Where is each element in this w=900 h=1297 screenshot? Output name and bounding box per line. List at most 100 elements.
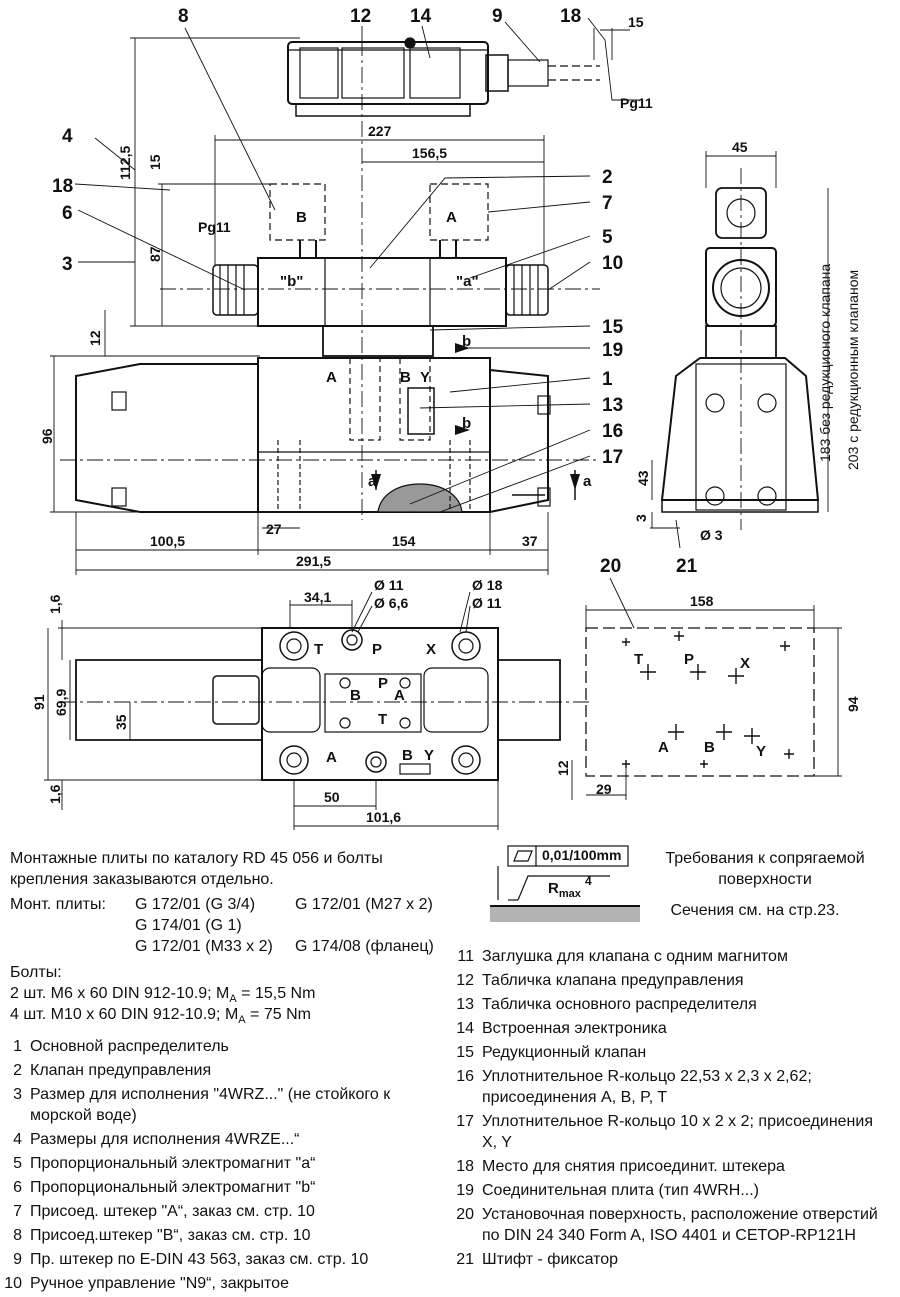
callout-8: 8 [178,6,189,27]
bolt-m6: 2 шт. M6 x 60 DIN 912-10.9; MA = 15,5 Nm [10,985,316,1006]
plate-g174-08-flange: G 174/08 (фланец) [295,938,434,955]
callout-16: 16 [602,421,623,442]
plate-port-T: T [378,711,387,728]
dim-101-6: 101,6 [366,809,401,825]
main-port-B: B [400,369,411,386]
legend-text: Установочная поверхность, расположение о… [482,1206,878,1244]
callout-1: 1 [602,369,613,390]
legend-text: Редукционный клапан [482,1044,647,1061]
callout-12: 12 [350,6,371,27]
mounting-surface [585,627,815,777]
sections-reference: Сечения см. на стр.23. [670,902,840,919]
front-view [60,40,600,520]
surface-port-Y: Y [756,743,766,760]
legend-text: Штифт - фиксатор [482,1251,619,1268]
surface-port-A: A [658,739,669,756]
legend-text: Присоед. штекер "A“, заказ см. стр. 10 [30,1203,315,1220]
dim-156-5: 156,5 [412,145,447,161]
solenoid-a-label: "a" [456,273,479,290]
callout-18-left: 18 [52,176,73,197]
plan-port-A: A [326,749,337,766]
legend-number: 13 [456,996,474,1013]
legend-number: 12 [456,972,474,989]
dim-dia-6-6: Ø 6,6 [374,595,408,611]
dim-15-top: 15 [628,14,644,30]
legend-text: Уплотнительное R-кольцо 22,53 x 2,3 x 2,… [482,1068,812,1106]
dim-34-1: 34,1 [304,589,331,605]
callout-17: 17 [602,447,623,468]
legend-number: 3 [13,1086,22,1103]
plate-g172-01-g34: G 172/01 (G 3/4) [135,896,256,913]
legend-text: Пр. штекер по E-DIN 43 563, заказ см. ст… [30,1251,369,1268]
plan-port-B: B [402,747,413,764]
plate-port-B: B [350,687,361,704]
callout-4: 4 [62,126,73,147]
legend-item: 4 Размеры для исполнения 4WRZE...“ [0,1129,445,1150]
surface-requirements-title: Требования к сопрягаемой поверхности [665,850,865,888]
legend-item: 19 Соединительная плита (тип 4WRH...) [452,1180,892,1201]
legend-text: Размеры для исполнения 4WRZE...“ [30,1131,300,1148]
legend-text: Размер для исполнения "4WRZ..." (не стой… [30,1086,391,1124]
side-dim-183: 183 без редукционого клапана [817,264,833,462]
dim-158: 158 [690,593,714,609]
legend-number: 19 [456,1182,474,1199]
dim-96: 96 [39,428,55,444]
dim-87: 87 [147,246,163,262]
callout-13: 13 [602,395,623,416]
legend-number: 1 [13,1038,22,1055]
plan-port-P: P [372,641,382,658]
legend-number: 4 [13,1131,22,1148]
callout-9: 9 [492,6,503,27]
plan-view [60,627,590,781]
surface-port-P: P [684,651,694,668]
surface-port-B: B [704,739,715,756]
callout-3: 3 [62,254,73,275]
dim-37: 37 [522,533,538,549]
dim-dia-11-a: Ø 11 [374,577,404,593]
dim-50: 50 [324,789,340,805]
legend-number: 20 [456,1206,474,1223]
bolt-m10: 4 шт. M10 x 60 DIN 912-10.9; MA = 75 Nm [10,1006,311,1027]
legend-text: Соединительная плита (тип 4WRH...) [482,1182,759,1199]
legend-text: Ручное управление "N9“, закрытое [30,1275,289,1292]
solenoid-b-label: "b" [280,273,303,290]
legend-text: Пропорциональный электромагнит "b“ [30,1179,316,1196]
legend-number: 21 [456,1251,474,1268]
plates-label: Монт. плиты: [10,896,106,913]
dim-dia-11-b: Ø 11 [472,595,502,611]
callout-21: 21 [676,556,698,577]
dim-12-b: 12 [555,760,571,776]
plate-g172-01-m33: G 172/01 (M33 x 2) [135,938,273,955]
bolts-label: Болты: [10,964,62,981]
legend-number: 5 [13,1155,22,1172]
top-electronics-housing [287,37,600,117]
mounting-plates-note: Монтажные плиты по каталогу RD 45 056 и … [10,848,450,890]
callout-19: 19 [602,340,623,361]
dim-100-5: 100,5 [150,533,185,549]
plate-port-A: A [394,687,405,704]
legend-number: 6 [13,1179,22,1196]
dim-91: 91 [31,694,47,710]
legend-item: 1 Основной распределитель [0,1036,445,1057]
section-b-lower: b [462,415,471,432]
section-a-left: a [368,473,377,490]
section-b-upper: b [462,333,471,350]
legend-number: 11 [457,948,474,965]
dim-154: 154 [392,533,416,549]
legend-text: Клапан предуправления [30,1062,212,1079]
callout-5: 5 [602,227,613,248]
section-a-right: a [583,473,592,490]
dim-15-v: 15 [147,154,163,170]
legend-text: Основной распределитель [30,1038,229,1055]
plan-port-T: T [314,641,323,658]
callout-2: 2 [602,167,613,188]
